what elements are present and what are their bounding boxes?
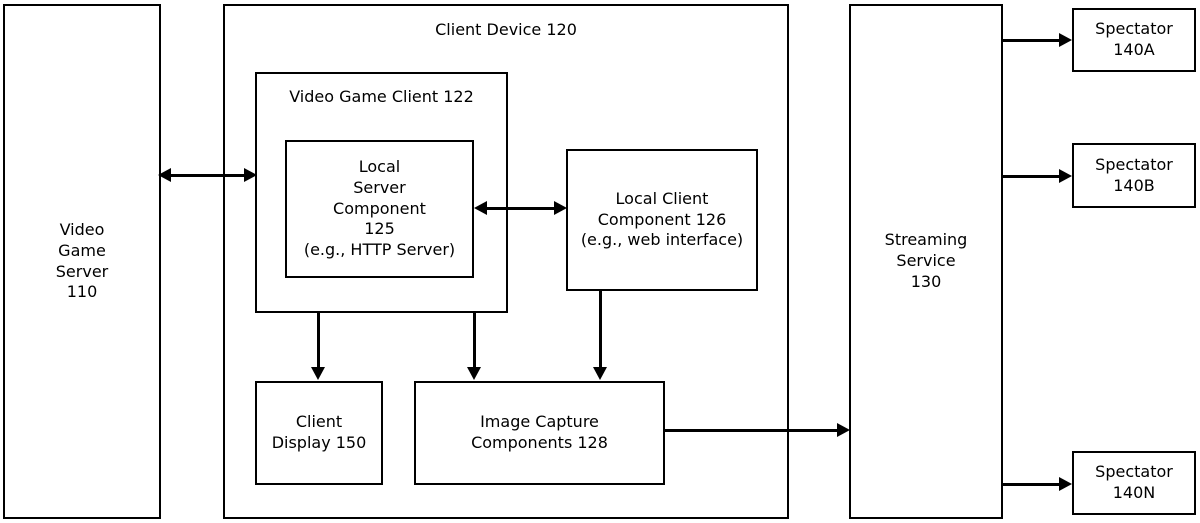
node-image-capture-components-label: Image Capture Components 128	[471, 412, 608, 452]
node-video-game-client-label: Video Game Client 122	[289, 87, 474, 106]
arrowhead-local-server-to-local-client-left	[474, 201, 487, 215]
node-client-device-label: Client Device 120	[435, 20, 577, 39]
node-local-server-component-label: Local Server Component 125 (e.g., HTTP S…	[303, 157, 456, 260]
node-local-client-component-label: Local Client Component 126 (e.g., web in…	[580, 188, 744, 250]
arrowhead-server-to-client-device-right	[244, 168, 257, 182]
connector-server-to-client-device	[166, 174, 250, 177]
connector-image-capture-to-streaming-service	[665, 429, 839, 432]
node-streaming-service[interactable]: Streaming Service 130	[849, 4, 1003, 519]
node-video-game-client[interactable]: Video Game Client 122	[255, 72, 508, 313]
node-spectator-140b-label: Spectator 140B	[1095, 154, 1173, 195]
arrowhead-streaming-service-to-spectator-b	[1059, 169, 1072, 183]
node-client-device[interactable]: Client Device 120	[223, 4, 789, 519]
arrowhead-video-game-client-to-image-capture	[467, 367, 481, 380]
node-spectator-140a[interactable]: Spectator 140A	[1072, 8, 1196, 72]
connector-streaming-service-to-spectator-b	[1003, 175, 1061, 178]
node-client-display[interactable]: Client Display 150	[255, 381, 383, 485]
node-spectator-140b[interactable]: Spectator 140B	[1072, 143, 1196, 208]
connector-streaming-service-to-spectator-a	[1003, 39, 1061, 42]
node-video-game-server-label: Video Game Server 110	[55, 219, 109, 302]
arrowhead-video-game-client-to-client-display	[311, 367, 325, 380]
connector-streaming-service-to-spectator-n	[1003, 483, 1061, 486]
arrowhead-streaming-service-to-spectator-n	[1059, 477, 1072, 491]
node-streaming-service-label: Streaming Service 130	[884, 230, 968, 291]
node-spectator-140n-label: Spectator 140N	[1095, 462, 1173, 502]
node-spectator-140a-label: Spectator 140A	[1095, 19, 1173, 59]
connector-local-client-to-image-capture	[599, 291, 602, 369]
arrowhead-local-client-to-image-capture	[593, 367, 607, 380]
node-local-server-component[interactable]: Local Server Component 125 (e.g., HTTP S…	[285, 140, 474, 278]
connector-video-game-client-to-image-capture	[473, 313, 476, 369]
node-image-capture-components[interactable]: Image Capture Components 128	[414, 381, 665, 485]
connector-video-game-client-to-client-display	[317, 313, 320, 369]
node-spectator-140n[interactable]: Spectator 140N	[1072, 451, 1196, 515]
arrowhead-local-server-to-local-client-right	[554, 201, 567, 215]
arrowhead-server-to-client-device-left	[158, 168, 171, 182]
node-local-client-component[interactable]: Local Client Component 126 (e.g., web in…	[566, 149, 758, 291]
node-client-display-label: Client Display 150	[271, 412, 367, 452]
arrowhead-streaming-service-to-spectator-a	[1059, 33, 1072, 47]
arrowhead-image-capture-to-streaming-service	[837, 423, 850, 437]
connector-local-server-to-local-client	[482, 207, 558, 210]
node-video-game-server[interactable]: Video Game Server 110	[3, 4, 161, 519]
